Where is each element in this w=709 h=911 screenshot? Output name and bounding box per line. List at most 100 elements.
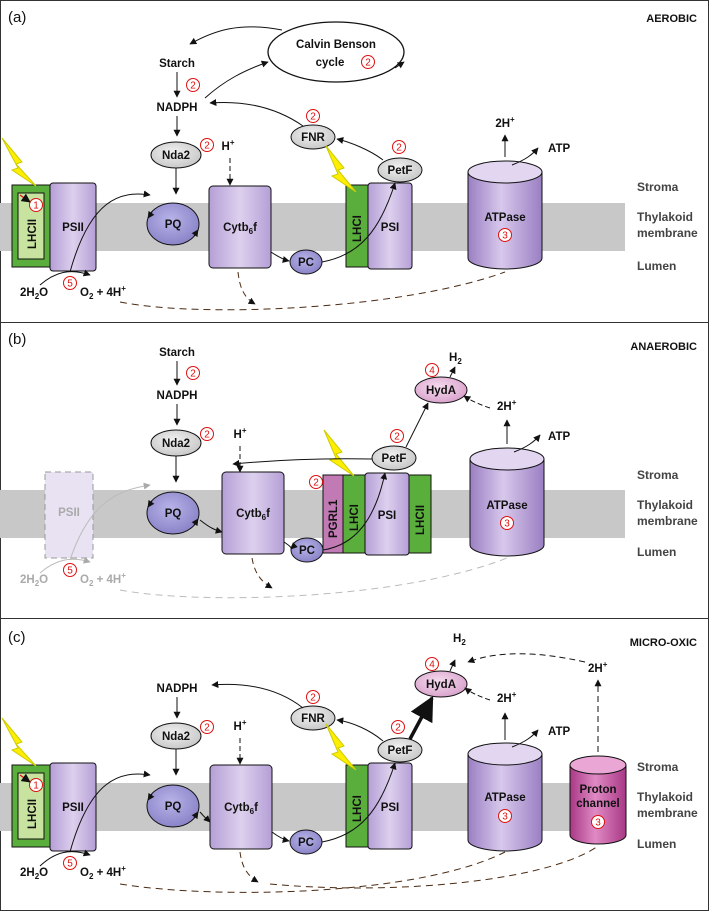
svg-text:PSI: PSI	[378, 510, 397, 522]
svg-text:Starch: Starch	[159, 347, 195, 359]
hyda	[414, 376, 468, 404]
svg-text:H2: H2	[453, 633, 466, 647]
panel-letter: (b)	[8, 331, 26, 348]
condition-label: MICRO-OXIC	[630, 637, 697, 649]
svg-text:PetF: PetF	[388, 745, 413, 757]
cytb6f	[208, 185, 272, 269]
pq	[146, 491, 200, 535]
svg-text:Nda2: Nda2	[162, 150, 190, 162]
svg-text:PSII: PSII	[58, 507, 80, 519]
svg-text:Lumen: Lumen	[637, 545, 676, 559]
svg-text:2H+: 2H+	[588, 660, 608, 675]
psii	[49, 762, 97, 852]
panel-c: (c) MICRO-OXIC Stroma Thylakoid membrane…	[0, 618, 709, 911]
atp-label: ATP	[548, 143, 570, 155]
lightning-icon	[1, 137, 37, 187]
svg-text:NADPH: NADPH	[157, 683, 198, 695]
svg-text:channel: channel	[576, 798, 619, 810]
lightning-icon	[1, 717, 37, 767]
fnr	[290, 705, 336, 731]
svg-text:2H+: 2H+	[497, 398, 517, 413]
svg-text:Lumen: Lumen	[637, 837, 676, 851]
svg-text:HydA: HydA	[426, 679, 456, 691]
svg-text:Cytb6f: Cytb6f	[236, 508, 270, 522]
thylakoid-label: Thylakoid	[637, 210, 693, 224]
svg-text:2: 2	[395, 723, 401, 734]
svg-text:PSI: PSI	[381, 802, 400, 814]
svg-text:Cytb6f: Cytb6f	[223, 222, 257, 236]
svg-text:ATPase: ATPase	[486, 500, 527, 512]
svg-text:Thylakoid: Thylakoid	[637, 498, 693, 512]
svg-text:2: 2	[190, 81, 196, 92]
svg-text:ATP: ATP	[548, 726, 570, 738]
svg-text:PC: PC	[298, 257, 314, 269]
psii-inactive	[44, 471, 94, 559]
svg-text:O2 + 4H+: O2 + 4H+	[80, 571, 126, 588]
pq	[146, 784, 200, 828]
panel-letter: (a)	[8, 9, 26, 26]
atpase	[467, 172, 543, 270]
svg-text:H2: H2	[449, 352, 462, 366]
svg-text:2H2O: 2H2O	[20, 867, 48, 881]
svg-text:LHCI: LHCI	[352, 215, 364, 242]
svg-text:ATPase: ATPase	[484, 792, 525, 804]
hyda	[414, 670, 468, 698]
svg-text:PGRL1: PGRL1	[328, 499, 340, 538]
svg-text:2H2O: 2H2O	[20, 287, 48, 301]
svg-text:1: 1	[33, 201, 39, 212]
svg-text:3: 3	[502, 231, 508, 242]
lhcii	[408, 474, 432, 554]
svg-text:2H2O: 2H2O	[20, 574, 48, 588]
svg-text:1: 1	[33, 781, 39, 792]
svg-text:5: 5	[67, 566, 73, 577]
svg-text:FNR: FNR	[301, 713, 325, 725]
svg-text:3: 3	[504, 519, 510, 530]
svg-text:4: 4	[429, 660, 435, 671]
pq	[146, 202, 200, 246]
svg-text:PC: PC	[298, 837, 314, 849]
svg-text:2: 2	[204, 723, 210, 734]
svg-text:4: 4	[429, 366, 435, 377]
calvin-cycle	[267, 21, 405, 83]
svg-text:ATP: ATP	[548, 431, 570, 443]
nadph-label: NADPH	[157, 102, 198, 114]
svg-text:2: 2	[313, 478, 319, 489]
panel-a: (a) AEROBIC Stroma Thylakoid membrane Lu…	[0, 0, 709, 323]
svg-text:Thylakoid: Thylakoid	[637, 790, 693, 804]
panel-b: (b) ANAEROBIC Stroma Thylakoid membrane …	[0, 322, 709, 619]
svg-text:LHCI: LHCI	[352, 795, 364, 822]
svg-text:Nda2: Nda2	[162, 438, 190, 450]
calvin-label: Calvin Benson	[296, 39, 376, 51]
condition-label: AEROBIC	[646, 13, 697, 25]
petf	[371, 445, 417, 471]
starch-label: Starch	[159, 58, 195, 70]
svg-text:2H+: 2H+	[497, 690, 517, 705]
atpase	[467, 754, 543, 852]
svg-text:ATPase: ATPase	[484, 212, 525, 224]
petf	[377, 157, 423, 183]
svg-text:Stroma: Stroma	[637, 760, 679, 774]
cycle-label: cycle	[316, 57, 345, 69]
svg-text:2: 2	[396, 143, 402, 154]
svg-text:2: 2	[190, 369, 196, 380]
lightning-icon	[325, 723, 357, 771]
svg-text:PetF: PetF	[388, 165, 413, 177]
svg-text:FNR: FNR	[301, 132, 325, 144]
svg-text:PSII: PSII	[62, 222, 84, 234]
svg-text:2: 2	[394, 432, 400, 443]
svg-text:Cytb6f: Cytb6f	[224, 802, 258, 816]
step-2-marker: 2	[365, 58, 371, 69]
membrane-label: membrane	[637, 226, 698, 240]
svg-text:LHCII: LHCII	[415, 505, 427, 535]
proton-channel	[569, 765, 627, 845]
svg-text:5: 5	[67, 279, 73, 290]
svg-text:2: 2	[310, 112, 316, 123]
svg-text:O2 + 4H+: O2 + 4H+	[80, 864, 126, 881]
svg-text:PC: PC	[299, 545, 315, 557]
svg-text:HydA: HydA	[426, 385, 456, 397]
lightning-icon	[325, 145, 357, 193]
condition-label: ANAEROBIC	[630, 341, 697, 353]
svg-text:PSII: PSII	[62, 802, 84, 814]
panel-letter: (c)	[8, 629, 26, 646]
